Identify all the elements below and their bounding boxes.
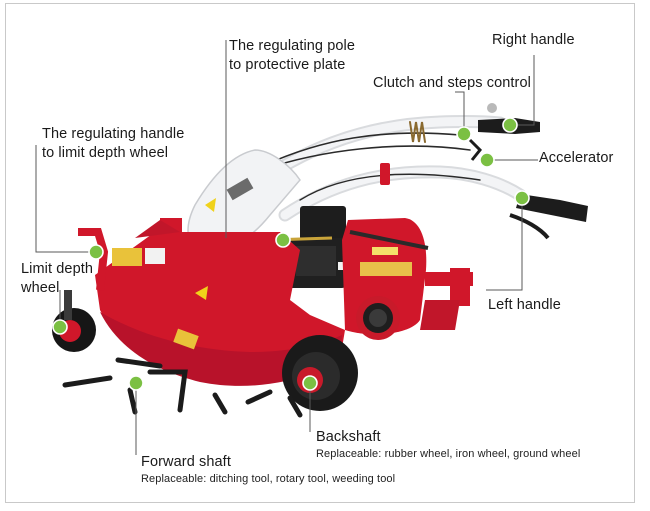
engine [225, 206, 473, 340]
label-right-handle: Right handle [492, 32, 575, 48]
callout-dot-icon [88, 244, 104, 260]
callout-dot-icon [514, 190, 530, 206]
callout-dot-icon [302, 375, 318, 391]
label-regulating-handle-line1: The regulating handle [42, 126, 185, 142]
label-forward-title: Forward shaft [141, 454, 231, 470]
label-regulating-pole: The regulating pole to protective plate [229, 37, 355, 75]
label-limit-depth-line2: wheel [21, 280, 60, 296]
leader-lines [35, 40, 538, 455]
label-regulating-handle-line2: to limit depth wheel [42, 145, 169, 161]
label-regulating-handle: The regulating handle to limit depth whe… [42, 125, 184, 163]
label-backshaft: Backshaft Replaceable: rubber wheel, iro… [316, 428, 580, 461]
callout-dot-icon [275, 232, 291, 248]
label-forward-shaft: Forward shaft Replaceable: ditching tool… [141, 453, 395, 486]
callout-dot-icon [479, 152, 495, 168]
label-backshaft-sub: Replaceable: rubber wheel, iron wheel, g… [316, 448, 581, 460]
label-left-handle: Left handle [488, 297, 561, 313]
label-backshaft-title: Backshaft [316, 429, 381, 445]
label-regulating-pole-line2: to protective plate [229, 57, 346, 73]
wheels [52, 290, 358, 411]
callout-dot-icon [52, 319, 68, 335]
label-limit-depth-wheel: Limit depth wheel [21, 260, 93, 298]
callout-dot-icon [456, 126, 472, 142]
label-limit-depth-line1: Limit depth [21, 261, 94, 277]
tines [62, 357, 303, 418]
callout-dot-icon [502, 117, 518, 133]
label-regulating-pole-line1: The regulating pole [229, 38, 356, 54]
callout-dots [52, 117, 530, 391]
callout-dot-icon [128, 375, 144, 391]
label-accelerator: Accelerator [539, 150, 614, 166]
label-forward-sub: Replaceable: ditching tool, rotary tool,… [141, 473, 396, 485]
label-clutch: Clutch and steps control [373, 75, 531, 91]
grips [380, 103, 588, 240]
diagram-frame [5, 3, 635, 503]
